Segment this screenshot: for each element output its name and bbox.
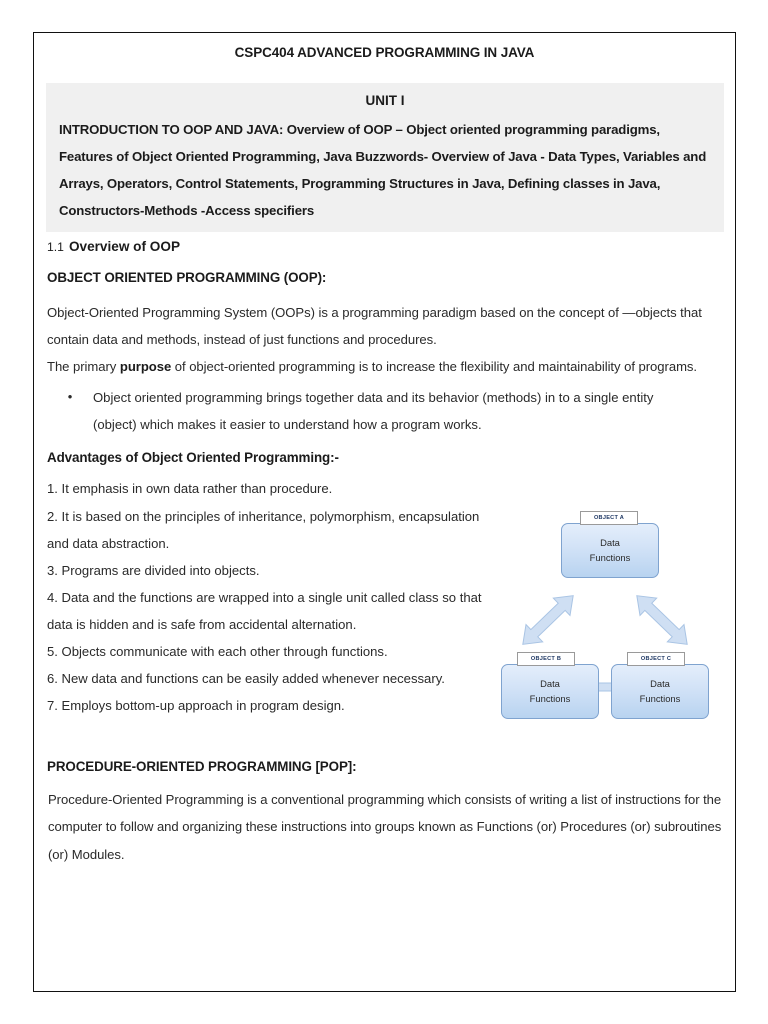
document-title: CSPC404 ADVANCED PROGRAMMING IN JAVA — [234, 45, 535, 60]
object-c-body: Data Functions — [611, 664, 709, 719]
object-a-label: OBJECT A — [580, 511, 638, 525]
para2-post: of object-oriented programming is to inc… — [171, 359, 698, 375]
advantages-heading: Advantages of Object Oriented Programmin… — [47, 450, 339, 466]
object-a-data-text: Data — [600, 536, 620, 548]
object-b-label: OBJECT B — [517, 652, 575, 666]
object-b-functions-text: Functions — [529, 692, 571, 704]
para2-emphasis: purpose — [119, 359, 172, 375]
bullet-line-2: (object) which makes it easier to unders… — [93, 417, 482, 433]
list-item: • Object oriented programming brings tog… — [47, 384, 724, 411]
pop-heading: PROCEDURE-ORIENTED PROGRAMMING [POP]: — [47, 759, 357, 775]
para2-pre: The primary — [47, 359, 120, 375]
list-item: 5. Objects communicate with each other t… — [47, 644, 388, 660]
unit-heading: UNIT I — [365, 93, 405, 108]
list-item: 7. Employs bottom-up approach in program… — [47, 698, 345, 714]
object-c-label: OBJECT C — [627, 652, 685, 666]
object-a-body: Data Functions — [561, 523, 659, 578]
object-b-body: Data Functions — [501, 664, 599, 719]
object-a-functions-text: Functions — [589, 551, 631, 563]
oop-heading: OBJECT ORIENTED PROGRAMMING (OOP): — [47, 270, 327, 285]
bullet-icon: • — [67, 389, 73, 405]
syllabus-box: UNIT I INTRODUCTION TO OOP AND JAVA: Ove… — [46, 83, 724, 233]
pop-section: PROCEDURE-ORIENTED PROGRAMMING [POP]: Pr… — [46, 759, 724, 867]
object-b-data-text: Data — [540, 677, 560, 689]
oop-object-diagram: OBJECT A Data Functions OBJECT B Data Fu… — [501, 511, 716, 719]
arrow-object-a-to-c-icon — [636, 595, 688, 645]
arrow-object-a-to-b-icon — [522, 595, 574, 645]
document-page: CSPC404 ADVANCED PROGRAMMING IN JAVA UNI… — [33, 32, 736, 992]
pop-paragraph: Procedure-Oriented Programming is a conv… — [48, 792, 722, 862]
list-item: 6. New data and functions can be easily … — [47, 671, 445, 687]
syllabus-text: INTRODUCTION TO OOP AND JAVA: Overview o… — [59, 122, 707, 219]
section-number: 1.1 — [47, 240, 64, 254]
section-title: Overview of OOP — [68, 239, 181, 254]
section-heading: 1.1 Overview of OOP — [46, 239, 724, 254]
list-item: 2. It is based on the principles of inhe… — [47, 508, 480, 551]
object-c-data-text: Data — [650, 677, 670, 689]
object-c-functions-text: Functions — [639, 692, 681, 704]
list-item: 1. It emphasis in own data rather than p… — [47, 481, 333, 497]
list-item: 3. Programs are divided into objects. — [47, 562, 260, 578]
oop-paragraph-2: The primary purpose of object-oriented p… — [46, 353, 724, 380]
document-content: 1.1 Overview of OOP OBJECT ORIENTED PROGR… — [46, 239, 724, 868]
advantages-list: 1. It emphasis in own data rather than p… — [46, 475, 724, 719]
oop-paragraph-1: Object-Oriented Programming System (OOPs… — [47, 305, 702, 348]
list-item: 4. Data and the functions are wrapped in… — [47, 589, 482, 632]
oop-bullet-list: • Object oriented programming brings tog… — [46, 384, 724, 438]
bullet-line-1: Object oriented programming brings toget… — [93, 390, 654, 406]
